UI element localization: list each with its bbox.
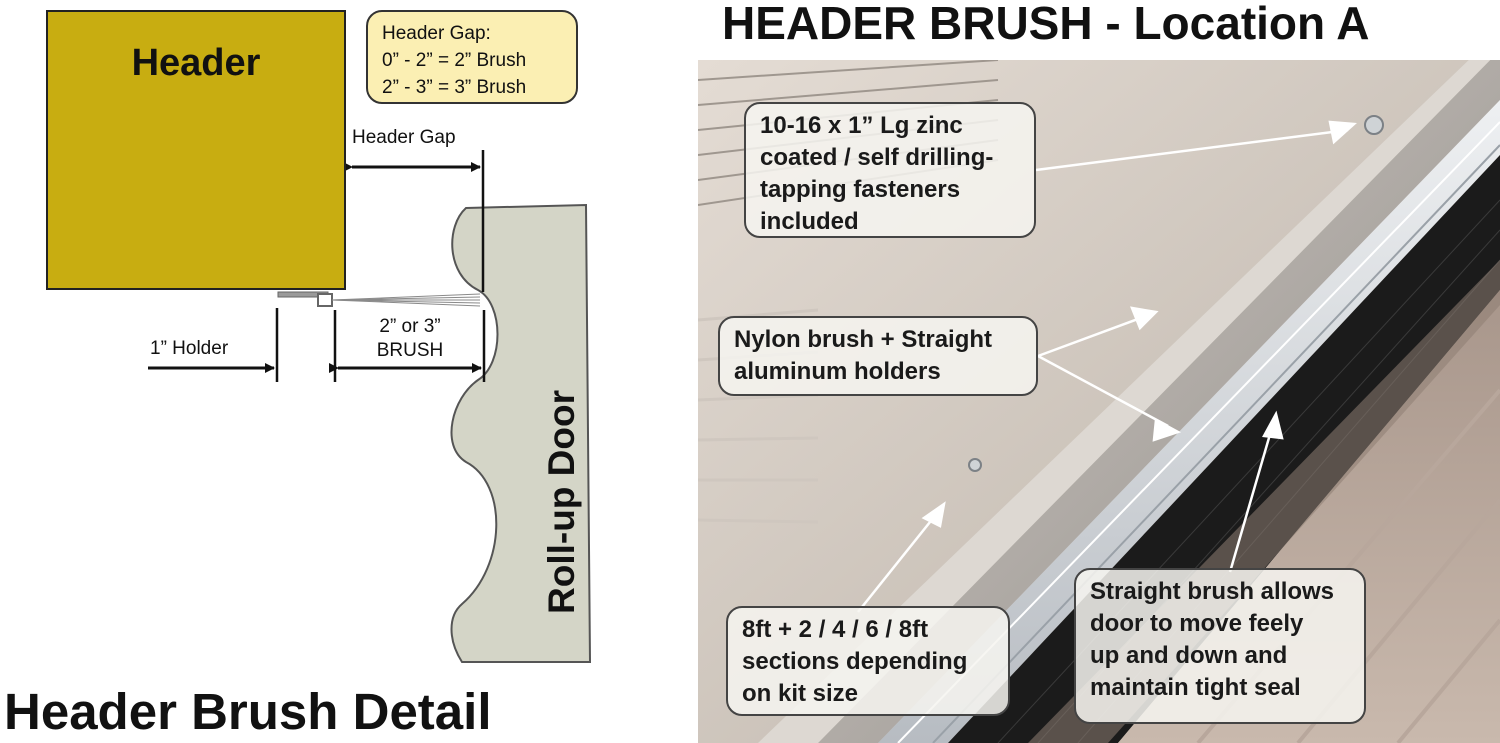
gap-note-line2: 2” - 3” = 3” Brush xyxy=(382,77,527,98)
nylon-line2: aluminum holders xyxy=(734,358,941,385)
header-brush-diagram: Header Header Gap: 0” - 2” = 2” Brush 2”… xyxy=(0,0,690,743)
straight-line2: door to move feely xyxy=(1090,610,1304,637)
header-beam xyxy=(818,60,1500,743)
location-photo-panel: HEADER BRUSH - Location A xyxy=(690,0,1500,743)
fastener-1 xyxy=(1364,115,1384,135)
sections-line1: 8ft + 2 / 4 / 6 / 8ft xyxy=(742,616,929,643)
fastener-2 xyxy=(968,458,982,472)
straight-line4: maintain tight seal xyxy=(1090,674,1301,701)
brush-label-line2: BRUSH xyxy=(376,340,444,361)
sections-callout: 8ft + 2 / 4 / 6 / 8ft sections depending… xyxy=(726,606,1010,716)
nylon-brush-callout: Nylon brush + Straight aluminum holders xyxy=(718,316,1038,396)
brush-label-line1: 2” or 3” xyxy=(379,316,441,337)
location-title: HEADER BRUSH - Location A xyxy=(722,0,1370,49)
fasteners-line3: tapping fasteners xyxy=(760,176,961,203)
roll-up-door-shape xyxy=(450,203,592,663)
aluminum-rail xyxy=(878,100,1500,743)
header-block: Header xyxy=(46,10,346,290)
brush-bristles xyxy=(331,293,481,307)
callout-arrows xyxy=(857,120,1357,613)
straight-line3: up and down and xyxy=(1090,642,1288,669)
straight-brush-callout: Straight brush allows door to move feely… xyxy=(1074,568,1366,724)
holder-clip xyxy=(317,293,333,307)
gap-note-title: Header Gap: xyxy=(382,23,491,44)
header-gap-note: Header Gap: 0” - 2” = 2” Brush 2” - 3” =… xyxy=(366,10,578,104)
header-label: Header xyxy=(131,42,261,84)
fasteners-line1: 10-16 x 1” Lg zinc xyxy=(760,112,963,139)
installation-photo: 10-16 x 1” Lg zinc coated / self drillin… xyxy=(698,60,1500,743)
header-gap-label: Header Gap xyxy=(352,127,456,148)
sections-line3: on kit size xyxy=(742,680,859,707)
fasteners-callout: 10-16 x 1” Lg zinc coated / self drillin… xyxy=(744,102,1036,238)
fasteners-line2: coated / self drilling- xyxy=(760,144,994,171)
fasteners-line4: included xyxy=(760,208,859,235)
nylon-line1: Nylon brush + Straight xyxy=(734,326,993,353)
holder-label: 1” Holder xyxy=(150,338,229,359)
straight-line1: Straight brush allows xyxy=(1090,578,1335,605)
diagram-drawing xyxy=(148,150,592,663)
diagram-title: Header Brush Detail xyxy=(4,683,492,740)
sections-line2: sections depending xyxy=(742,648,968,675)
gap-note-line1: 0” - 2” = 2” Brush xyxy=(382,50,527,71)
